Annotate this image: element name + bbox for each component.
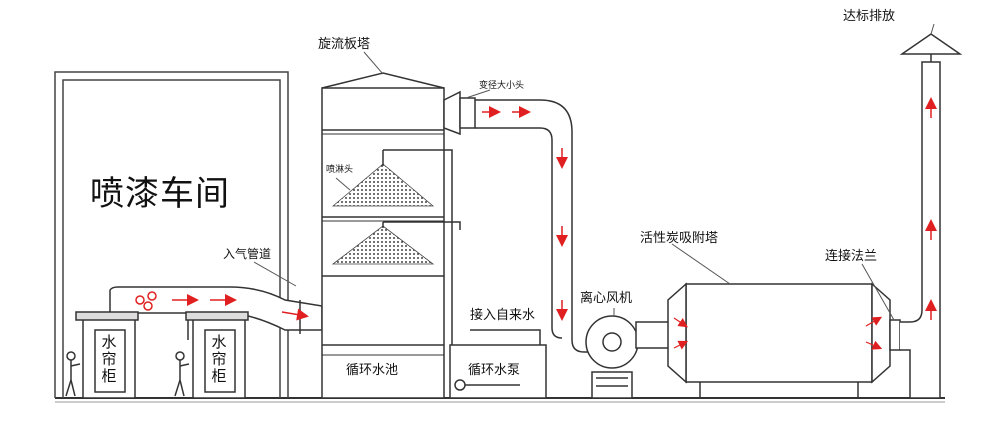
tap-water-pipe <box>470 329 541 345</box>
leader-lines <box>253 23 935 321</box>
centrifugal-fan-unit <box>585 315 685 399</box>
workshop-label: 喷漆车间 <box>90 174 230 214</box>
spray-cone-upper <box>331 150 435 207</box>
circulation-pump-unit <box>449 344 547 399</box>
spiral-tower-label: 旋流板塔 <box>318 37 371 52</box>
circulation-pump-label: 循环水泵 <box>468 363 521 378</box>
reducer-label: 变径大小头 <box>479 81 525 91</box>
discharge-label: 达标排放 <box>843 9 896 24</box>
water-curtain-cabinet-1-label: 水 帘 柜 <box>101 333 117 385</box>
exhaust-stack <box>899 33 963 399</box>
activated-carbon-tower-label: 活性炭吸附塔 <box>640 231 719 246</box>
outlet-duct <box>475 99 592 353</box>
carbon-tower-airflow-arrows <box>673 316 883 350</box>
worker-figure-1 <box>65 351 81 397</box>
spray-head-label: 喷淋头 <box>326 165 354 175</box>
activated-carbon-tower-body <box>667 282 891 398</box>
intake-airflow-arrows <box>135 291 309 321</box>
reducer-fitting <box>443 90 476 136</box>
spray-cone-lower <box>331 222 435 265</box>
water-curtain-cabinet-2-label: 水 帘 柜 <box>211 333 227 385</box>
connecting-flange <box>889 319 901 351</box>
circulation-pool-label: 循环水池 <box>346 363 399 378</box>
spray-water-pipe <box>383 149 461 355</box>
water-curtain-booth-1 <box>75 311 139 399</box>
water-curtain-booth-2 <box>185 311 249 399</box>
tap-water-label: 接入自来水 <box>470 308 536 323</box>
workshop-building <box>54 71 289 398</box>
flange-label: 连接法兰 <box>825 249 878 264</box>
outlet-airflow-arrows <box>482 106 568 321</box>
worker-figure-2 <box>174 351 190 397</box>
air-inlet-pipe-label: 入气管道 <box>223 247 272 261</box>
centrifugal-fan-label: 离心风机 <box>580 291 633 306</box>
